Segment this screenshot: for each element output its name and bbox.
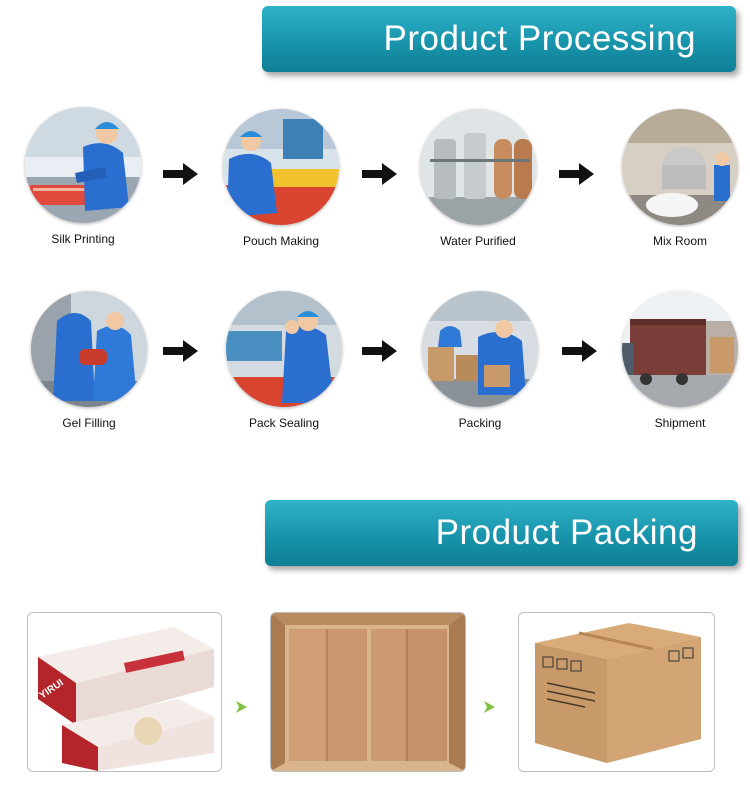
triangle-right-icon xyxy=(482,700,496,714)
gel-filling-photo xyxy=(31,291,147,407)
arrow-right-icon xyxy=(362,339,398,363)
retail-box-photo: YIRUI xyxy=(27,612,222,772)
mix-room-photo xyxy=(622,109,738,225)
product-packing-title: Product Packing xyxy=(435,513,698,552)
step-label: Gel Filling xyxy=(62,416,116,430)
product-processing-banner: Product Processing xyxy=(262,6,736,72)
step-pouch-making: Pouch Making xyxy=(201,109,361,248)
step-label: Silk Printing xyxy=(51,232,115,246)
step-label: Shipment xyxy=(654,416,706,430)
packing-photo xyxy=(422,291,538,407)
product-packing-banner: Product Packing xyxy=(265,500,738,566)
pack-sealing-photo xyxy=(226,291,342,407)
arrow-right-icon xyxy=(163,162,199,186)
arrow-right-icon xyxy=(562,339,598,363)
step-water-purified: Water Purified xyxy=(398,109,558,248)
silk-printing-photo xyxy=(25,107,141,223)
arrow-right-icon xyxy=(362,162,398,186)
sealed-carton-photo xyxy=(518,612,715,772)
step-packing: Packing xyxy=(400,291,560,430)
product-processing-title: Product Processing xyxy=(383,19,696,58)
step-shipment: Shipment xyxy=(600,291,750,430)
step-label: Pack Sealing xyxy=(248,416,320,430)
step-gel-filling: Gel Filling xyxy=(9,291,169,430)
step-label: Pouch Making xyxy=(242,234,320,248)
arrow-right-icon xyxy=(559,162,595,186)
arrow-right-icon xyxy=(163,339,199,363)
step-label: Water Purified xyxy=(440,234,516,248)
shipment-photo xyxy=(622,291,738,407)
pouch-making-photo xyxy=(223,109,339,225)
step-label: Mix Room xyxy=(652,234,707,248)
open-carton-photo xyxy=(270,612,466,772)
triangle-right-icon xyxy=(234,700,248,714)
water-purified-photo xyxy=(420,109,536,225)
step-pack-sealing: Pack Sealing xyxy=(204,291,364,430)
step-mix-room: Mix Room xyxy=(600,109,750,248)
step-silk-printing: Silk Printing xyxy=(3,107,163,246)
step-label: Packing xyxy=(458,416,502,430)
